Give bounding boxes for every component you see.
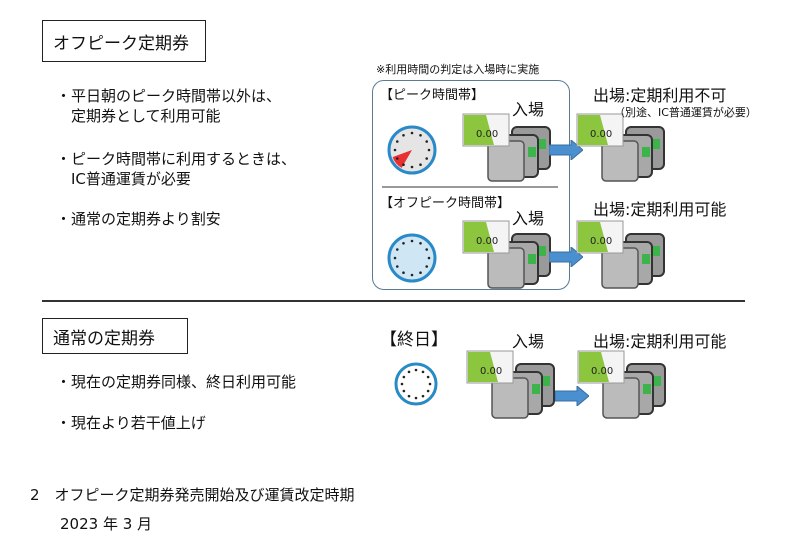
clock-face	[387, 233, 437, 283]
hour-mark	[428, 382, 432, 386]
timing-note: ※利用時間の判定は入場時に実施	[376, 63, 540, 76]
hour-mark	[419, 241, 422, 245]
hour-mark	[393, 148, 397, 152]
peak-exit-note: （別途、IC普通運賃が必要）	[614, 106, 757, 119]
bullet-line: ・平日朝のピーク時間帯以外は、	[56, 87, 282, 105]
offpeak-time-label: 【オフピーク時間帯】	[380, 196, 511, 211]
offpeak-entry-label: 入場	[512, 209, 545, 228]
hour-mark	[402, 271, 405, 275]
peak-exit-label: 出場:定期利用不可	[593, 86, 727, 105]
clock-peak-icon	[387, 125, 437, 175]
offpeak-exit-label: 出場:定期利用可能	[593, 200, 727, 219]
svg-text:0.00: 0.00	[590, 129, 612, 140]
arrow-right-icon	[549, 247, 583, 267]
peak-label: 【ピーク時間帯】	[380, 88, 485, 103]
regular-title-box: 通常の定期券	[42, 318, 188, 354]
section-divider	[42, 300, 745, 302]
hour-mark	[395, 248, 399, 251]
bullet-line: ・ピーク時間帯に利用するときは、	[56, 150, 297, 168]
hour-mark	[410, 131, 414, 135]
hour-mark	[426, 375, 430, 379]
gate-icon: 0.00	[466, 350, 558, 420]
hour-mark	[414, 368, 418, 372]
hour-mark	[402, 241, 405, 245]
panel-divider	[382, 186, 558, 188]
arrow-right-icon	[555, 386, 589, 406]
bullet-line: IC普通運賃が必要	[56, 170, 191, 188]
hour-mark	[395, 140, 399, 143]
bullet-line: 定期券として利用可能	[56, 107, 221, 125]
time-band-panel	[372, 80, 570, 290]
section2-date: 2023 年 3 月	[60, 515, 153, 533]
gate-icon: 0.00	[577, 350, 669, 420]
clock-offpeak-icon	[387, 233, 437, 283]
hour-mark	[395, 157, 399, 160]
bullet-line: ・通常の定期券より割安	[56, 210, 221, 228]
hour-mark	[395, 265, 399, 268]
hour-mark	[419, 133, 422, 137]
hour-mark	[407, 370, 411, 374]
hour-mark	[426, 389, 430, 393]
regular-title: 通常の定期券	[53, 328, 155, 349]
regular-bullet-1: ・現在の定期券同様、終日利用可能	[56, 373, 297, 391]
hour-mark	[393, 256, 397, 260]
gate-icon: 0.00	[462, 113, 554, 183]
clock-allday-icon	[394, 362, 438, 406]
hour-mark	[425, 140, 429, 143]
hour-mark	[421, 394, 425, 398]
hour-mark	[427, 256, 431, 260]
svg-text:0.00: 0.00	[591, 366, 613, 377]
hour-mark	[402, 163, 405, 167]
hour-mark	[407, 394, 411, 398]
section2-heading: 2 オフピーク定期券発売開始及び運賃改定時期	[30, 486, 355, 504]
peak-wedge	[392, 150, 412, 168]
hour-mark	[410, 165, 414, 169]
offpeak-bullet-2: ・ピーク時間帯に利用するときは、 IC普通運賃が必要	[56, 149, 296, 189]
hour-mark	[425, 265, 429, 268]
hour-mark	[410, 239, 414, 243]
svg-text:0.00: 0.00	[476, 129, 498, 140]
offpeak-title-box: オフピーク定期券	[42, 20, 206, 62]
svg-text:0.00: 0.00	[480, 366, 502, 377]
hour-mark	[425, 157, 429, 160]
offpeak-title: オフピーク定期券	[53, 33, 189, 54]
hour-mark	[402, 389, 406, 393]
hour-mark	[425, 248, 429, 251]
allday-entry-label: 入場	[512, 332, 545, 351]
offpeak-bullet-1: ・平日朝のピーク時間帯以外は、 定期券として利用可能	[56, 86, 281, 126]
allday-label: 【終日】	[380, 330, 448, 350]
allday-exit-label: 出場:定期利用可能	[593, 332, 727, 351]
gate-icon: 0.00	[462, 220, 554, 290]
hour-mark	[419, 163, 422, 167]
hour-mark	[402, 133, 405, 137]
peak-entry-label: 入場	[512, 100, 545, 119]
gate-icon: 0.00	[576, 113, 668, 183]
hour-mark	[414, 396, 418, 400]
offpeak-bullet-3: ・通常の定期券より割安	[56, 209, 221, 229]
hour-mark	[402, 375, 406, 379]
hour-mark	[400, 382, 404, 386]
arrow-right-icon	[549, 140, 583, 160]
svg-text:0.00: 0.00	[476, 236, 498, 247]
gate-icon: 0.00	[576, 220, 668, 290]
clock-face	[394, 362, 438, 406]
regular-bullet-2: ・現在より若干値上げ	[56, 414, 206, 432]
hour-mark	[427, 148, 431, 152]
hour-mark	[419, 271, 422, 275]
hour-mark	[421, 370, 425, 374]
svg-text:0.00: 0.00	[590, 236, 612, 247]
hour-mark	[410, 273, 414, 277]
